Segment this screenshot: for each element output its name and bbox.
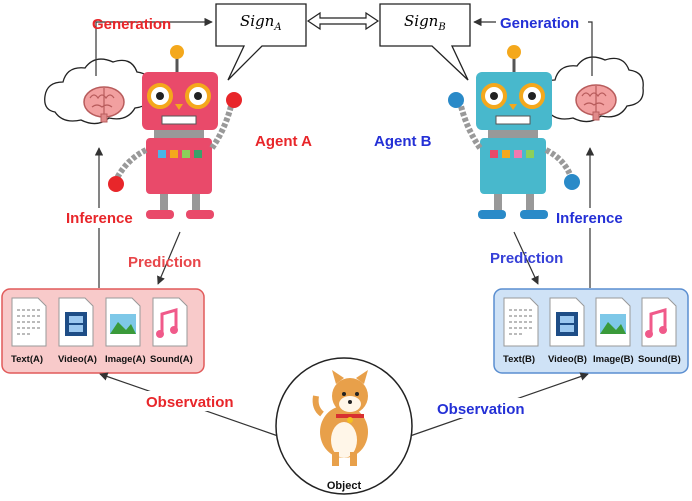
sign-b-bubble: SignB: [379, 3, 471, 81]
sign-a-bubble: SignA: [215, 3, 307, 81]
modality-a-sound-label: Sound(A): [150, 354, 193, 365]
video-a-icon: [58, 297, 94, 347]
text-doc-a-icon: [11, 297, 47, 347]
agent-b-thought-cloud: [536, 56, 644, 123]
modality-panel-a: Text(A) Video(A) Image(A) Sound(A): [1, 288, 205, 374]
generation-b-label: Generation: [500, 15, 579, 32]
sign-a-text: SignA: [240, 12, 282, 33]
image-b-icon: [595, 297, 631, 347]
modality-b-text-label: Text(B): [503, 354, 535, 365]
generation-a-label: Generation: [92, 16, 171, 33]
prediction-b-label: Prediction: [490, 250, 563, 267]
prediction-b-arrow: [513, 231, 539, 285]
modality-a-video-label: Video(A): [58, 354, 97, 365]
sign-exchange-arrow: [306, 11, 380, 31]
observation-b-label: Observation: [437, 401, 525, 418]
text-doc-b-icon: [503, 297, 539, 347]
agent-b-name: Agent B: [374, 133, 432, 150]
modality-b-image-label: Image(B): [593, 354, 634, 365]
image-a-icon: [105, 297, 141, 347]
modality-a-text-label: Text(A): [11, 354, 43, 365]
prediction-a-arrow: [157, 231, 181, 285]
robot-a-illustration: [108, 45, 242, 219]
generation-a-arrow: [95, 17, 213, 76]
modality-a-image-label: Image(A): [105, 354, 146, 365]
prediction-a-label: Prediction: [128, 254, 201, 271]
dog-icon: [312, 370, 368, 466]
agent-a-name: Agent A: [255, 133, 312, 150]
agent-a-thought-cloud: [44, 58, 152, 125]
modality-b-video-label: Video(B): [548, 354, 587, 365]
video-b-icon: [549, 297, 585, 347]
robot-b-illustration: [448, 45, 580, 219]
sound-a-icon: [152, 297, 188, 347]
modality-b-sound-label: Sound(B): [638, 354, 681, 365]
object-circle: Object: [275, 357, 413, 495]
sign-b-text: SignB: [404, 12, 446, 33]
observation-a-label: Observation: [146, 394, 234, 411]
inference-a-label: Inference: [66, 210, 133, 227]
sound-b-icon: [641, 297, 677, 347]
object-label: Object: [327, 480, 362, 492]
modality-panel-b: Text(B) Video(B) Image(B) Sound(B): [493, 288, 689, 374]
inference-b-label: Inference: [556, 210, 623, 227]
